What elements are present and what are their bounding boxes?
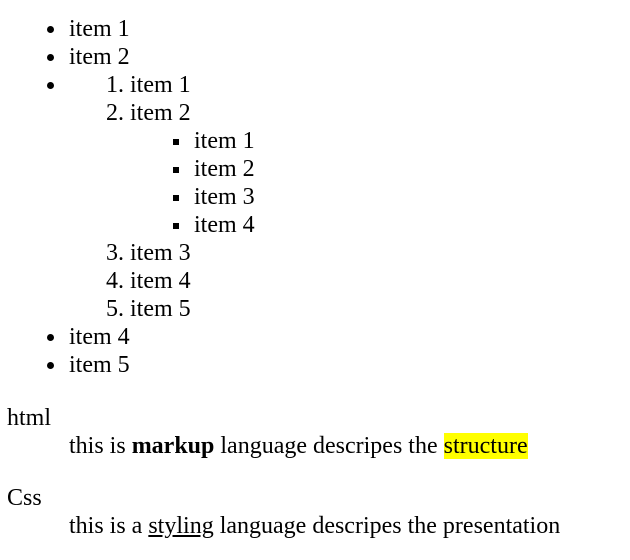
desc-text: language descripes the presentation <box>213 513 561 539</box>
desc-text: this is a <box>69 513 149 539</box>
ordered-number: 2. <box>106 100 124 126</box>
square-item-text: item 3 <box>194 184 255 210</box>
ordered-number: 5. <box>106 296 124 322</box>
square-item: item 2 <box>173 155 255 183</box>
definition-term-html: html <box>7 405 52 431</box>
ordered-list: 1. item 1 2. item 2 item 1 item 2 item 3… <box>69 71 255 323</box>
ordered-number: 4. <box>106 268 124 294</box>
square-item-text: item 4 <box>194 212 255 238</box>
square-bullet-list: item 1 item 2 item 3 item 4 <box>106 127 255 239</box>
highlighted-text: structure <box>443 433 528 459</box>
list-item-text: item 4 <box>69 324 130 350</box>
list-item-text: item 2 <box>69 44 130 70</box>
definition-term-css: Css <box>7 485 42 511</box>
ordered-number: 3. <box>106 240 124 266</box>
list-item: item 1 <box>0 15 255 43</box>
list-item-text: item 5 <box>69 352 130 378</box>
desc-text: language descripes the <box>214 433 444 459</box>
ordered-number: 1. <box>106 72 124 98</box>
underlined-text: styling <box>148 513 214 539</box>
ordered-item: 2. item 2 item 1 item 2 item 3 item 4 <box>106 99 255 239</box>
list-item-nested: 1. item 1 2. item 2 item 1 item 2 item 3… <box>0 71 255 323</box>
list-item: item 4 <box>0 323 255 351</box>
ordered-item-text: item 4 <box>130 268 191 294</box>
ordered-item: 4. item 4 <box>106 267 255 295</box>
ordered-item: 5. item 5 <box>106 295 255 323</box>
definition-desc-css: this is a styling language descripes the… <box>69 512 560 540</box>
square-item-text: item 2 <box>194 156 255 182</box>
list-item: item 5 <box>0 351 255 379</box>
definition-desc-html: this is markup language descripes the st… <box>69 432 560 460</box>
square-item: item 3 <box>173 183 255 211</box>
ordered-item-text: item 1 <box>130 72 191 98</box>
bold-text: markup <box>131 433 215 459</box>
list-item: item 2 <box>0 43 255 71</box>
desc-text: this is <box>69 433 132 459</box>
definition-list: html this is markup language descripes t… <box>7 404 560 560</box>
bullet-list: item 1 item 2 1. item 1 2. item 2 item 1… <box>0 15 255 379</box>
square-item: item 4 <box>173 211 255 239</box>
list-item-text: item 1 <box>69 16 130 42</box>
ordered-item-text: item 3 <box>130 240 191 266</box>
ordered-item-text: item 2 <box>130 100 191 126</box>
ordered-item-text: item 5 <box>130 296 191 322</box>
square-item: item 1 <box>173 127 255 155</box>
ordered-item: 1. item 1 <box>106 71 255 99</box>
ordered-item: 3. item 3 <box>106 239 255 267</box>
square-item-text: item 1 <box>194 128 255 154</box>
